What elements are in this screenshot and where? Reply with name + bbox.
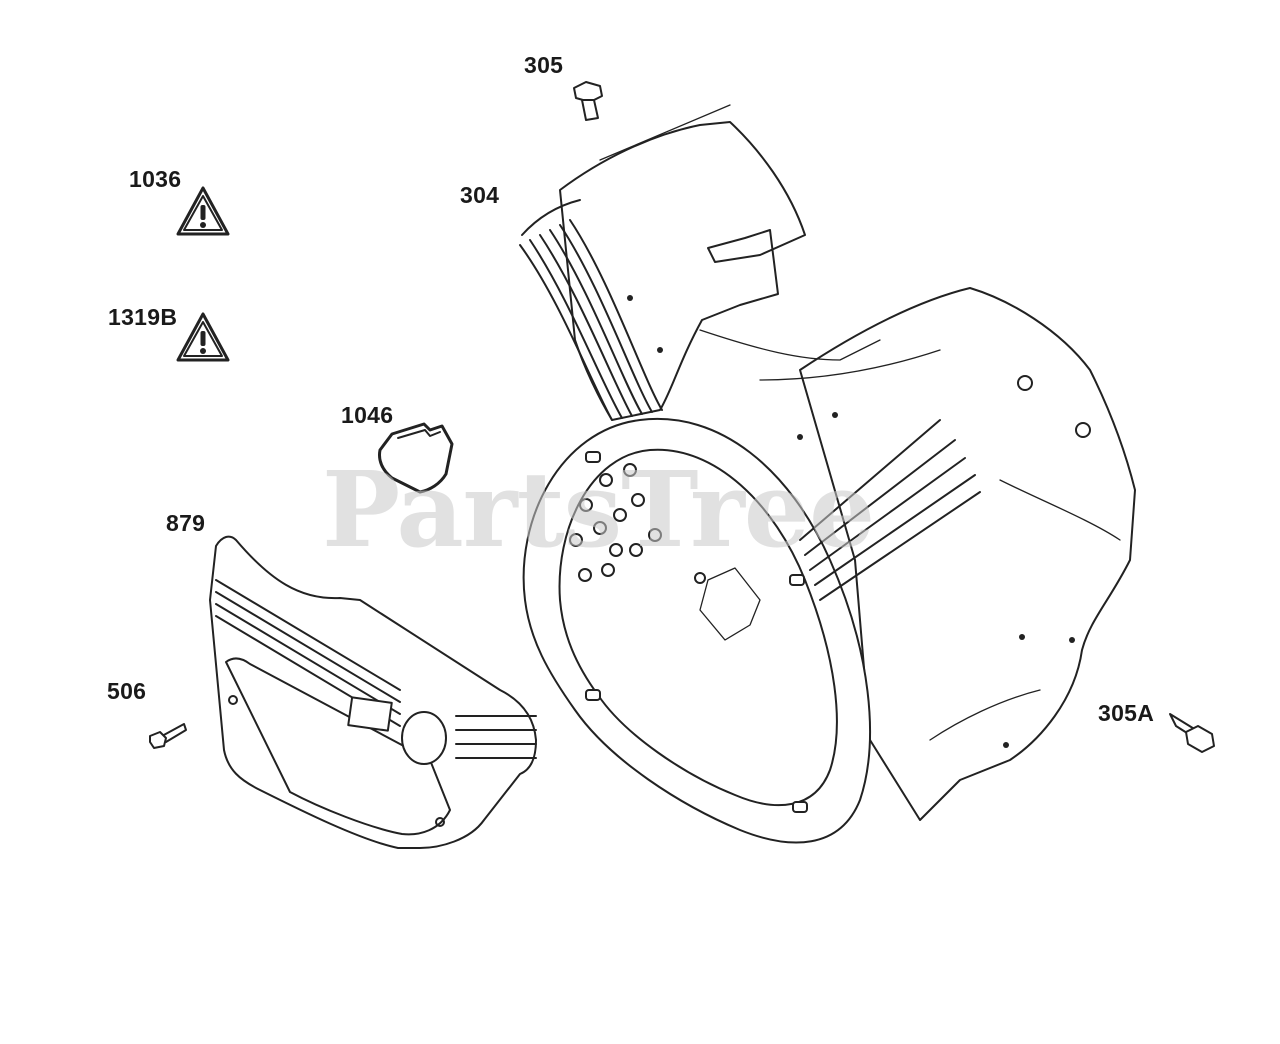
callout-1319b: 1319B [108, 304, 178, 330]
blower-housing-304[interactable] [519, 104, 1136, 844]
callout-506: 506 [107, 678, 147, 704]
callout-1046: 1046 [341, 402, 394, 428]
warning-label-1036[interactable] [176, 186, 230, 236]
pad-1046[interactable] [378, 422, 454, 494]
callout-305a: 305A [1098, 700, 1155, 726]
screw-506[interactable] [149, 723, 187, 749]
watermark-logo: PartsTree [322, 448, 875, 571]
callout-305: 305 [524, 52, 564, 78]
side-cover-879[interactable] [209, 535, 537, 849]
callout-879: 879 [166, 510, 206, 536]
warning-label-1319b[interactable] [176, 312, 230, 362]
callout-304: 304 [460, 182, 500, 208]
callout-1036: 1036 [129, 166, 182, 192]
bolt-305[interactable] [573, 81, 603, 121]
bolt-305a[interactable] [1169, 713, 1215, 753]
